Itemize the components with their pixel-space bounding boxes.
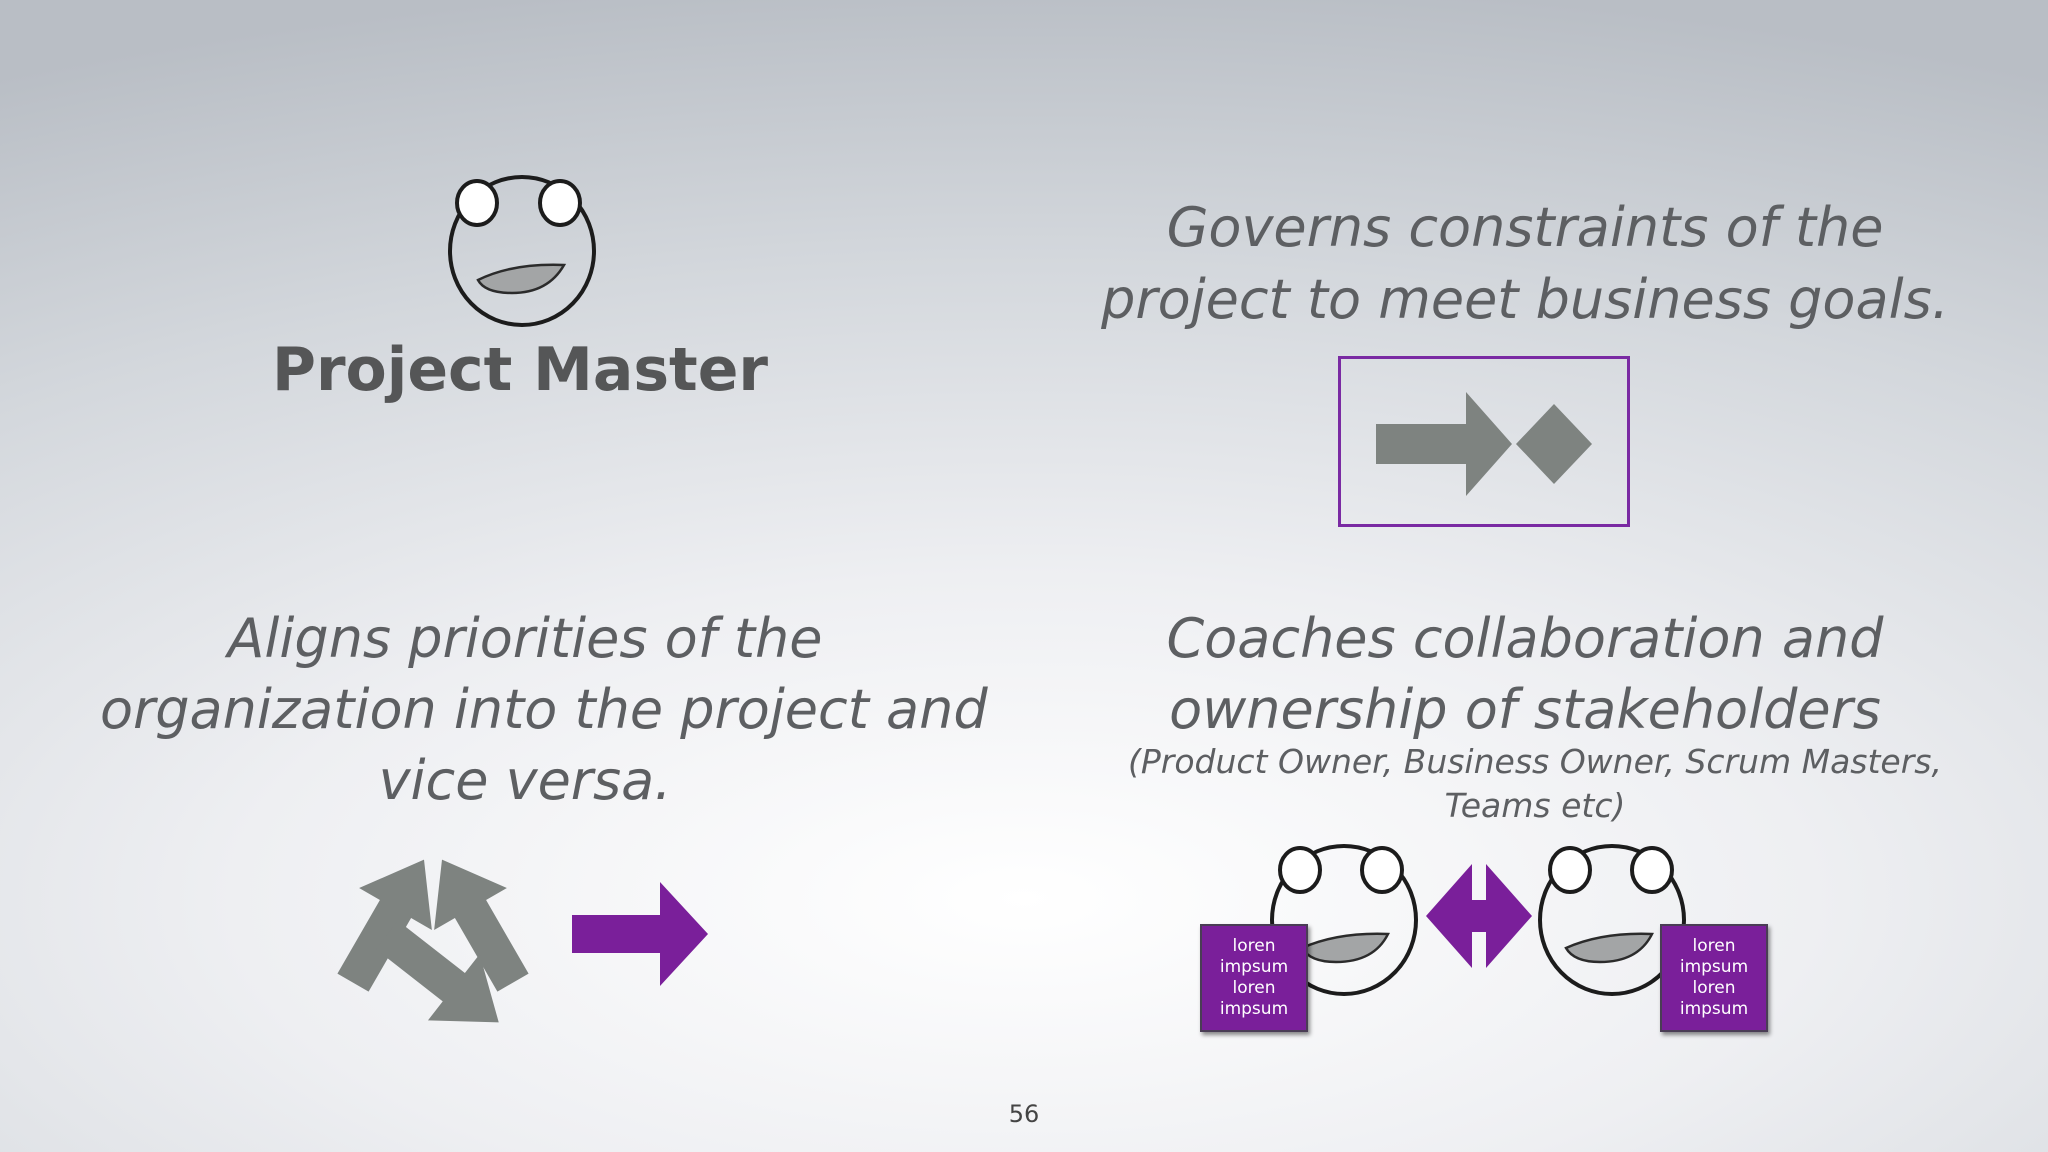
goal-diagram-frame [1338, 356, 1630, 527]
aligns-line-2: organization into the project and [100, 678, 988, 741]
stakeholder-card-left: loren impsum loren impsum [1200, 924, 1308, 1032]
governs-line-1: Governs constraints of the [1166, 196, 1884, 259]
stakeholders-line-2: Teams etc) [1444, 786, 1626, 825]
coaches-line-2: ownership of stakeholders [1169, 678, 1881, 741]
card-text: loren [1692, 978, 1736, 998]
right-stakeholder-face-icon [1538, 844, 1686, 996]
card-text: impsum [1679, 999, 1749, 1019]
card-text: loren [1232, 978, 1276, 998]
left-stakeholder-face-icon [1270, 844, 1418, 996]
page-number: 56 [1008, 1100, 1040, 1128]
stakeholder-card-right: loren impsum loren impsum [1660, 924, 1768, 1032]
aligns-line-3: vice versa. [378, 749, 672, 812]
card-text: impsum [1219, 999, 1289, 1019]
governs-text: Governs constraints of the project to me… [1080, 192, 1970, 336]
stakeholders-list: (Product Owner, Business Owner, Scrum Ma… [1100, 740, 1970, 828]
page-title: Project Master [271, 335, 769, 405]
aligns-line-1: Aligns priorities of the [227, 607, 823, 670]
double-arrow-icon [1426, 864, 1532, 968]
stakeholders-line-1: (Product Owner, Business Owner, Scrum Ma… [1128, 742, 1942, 781]
circular-arrows-icon [337, 859, 529, 1023]
right-arrow-icon [572, 882, 708, 986]
coaches-line-1: Coaches collaboration and [1166, 607, 1884, 670]
card-text: loren [1692, 936, 1736, 956]
project-master-face-icon [448, 175, 596, 327]
coaches-text: Coaches collaboration and ownership of s… [1080, 603, 1970, 745]
card-text: impsum [1219, 957, 1289, 977]
aligns-text: Aligns priorities of the organization in… [100, 603, 988, 816]
card-text: impsum [1679, 957, 1749, 977]
arrow-to-diamond-icon [1376, 392, 1592, 496]
card-text: loren [1232, 936, 1276, 956]
governs-line-2: project to meet business goals. [1101, 268, 1949, 331]
